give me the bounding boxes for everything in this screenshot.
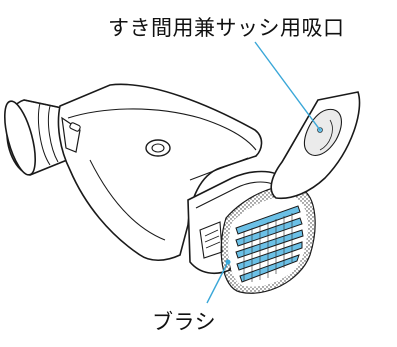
brush-bristles — [220, 185, 316, 294]
brush-leader-line — [206, 261, 229, 304]
crevice-nozzle — [270, 91, 361, 200]
crevice-leader-line — [254, 41, 321, 131]
crevice-nozzle-label: すき間用兼サッシ用吸口 — [108, 16, 345, 40]
brush-label: ブラシ — [152, 310, 217, 334]
brush-leader-dot — [225, 259, 231, 265]
nozzle-body — [57, 83, 263, 262]
